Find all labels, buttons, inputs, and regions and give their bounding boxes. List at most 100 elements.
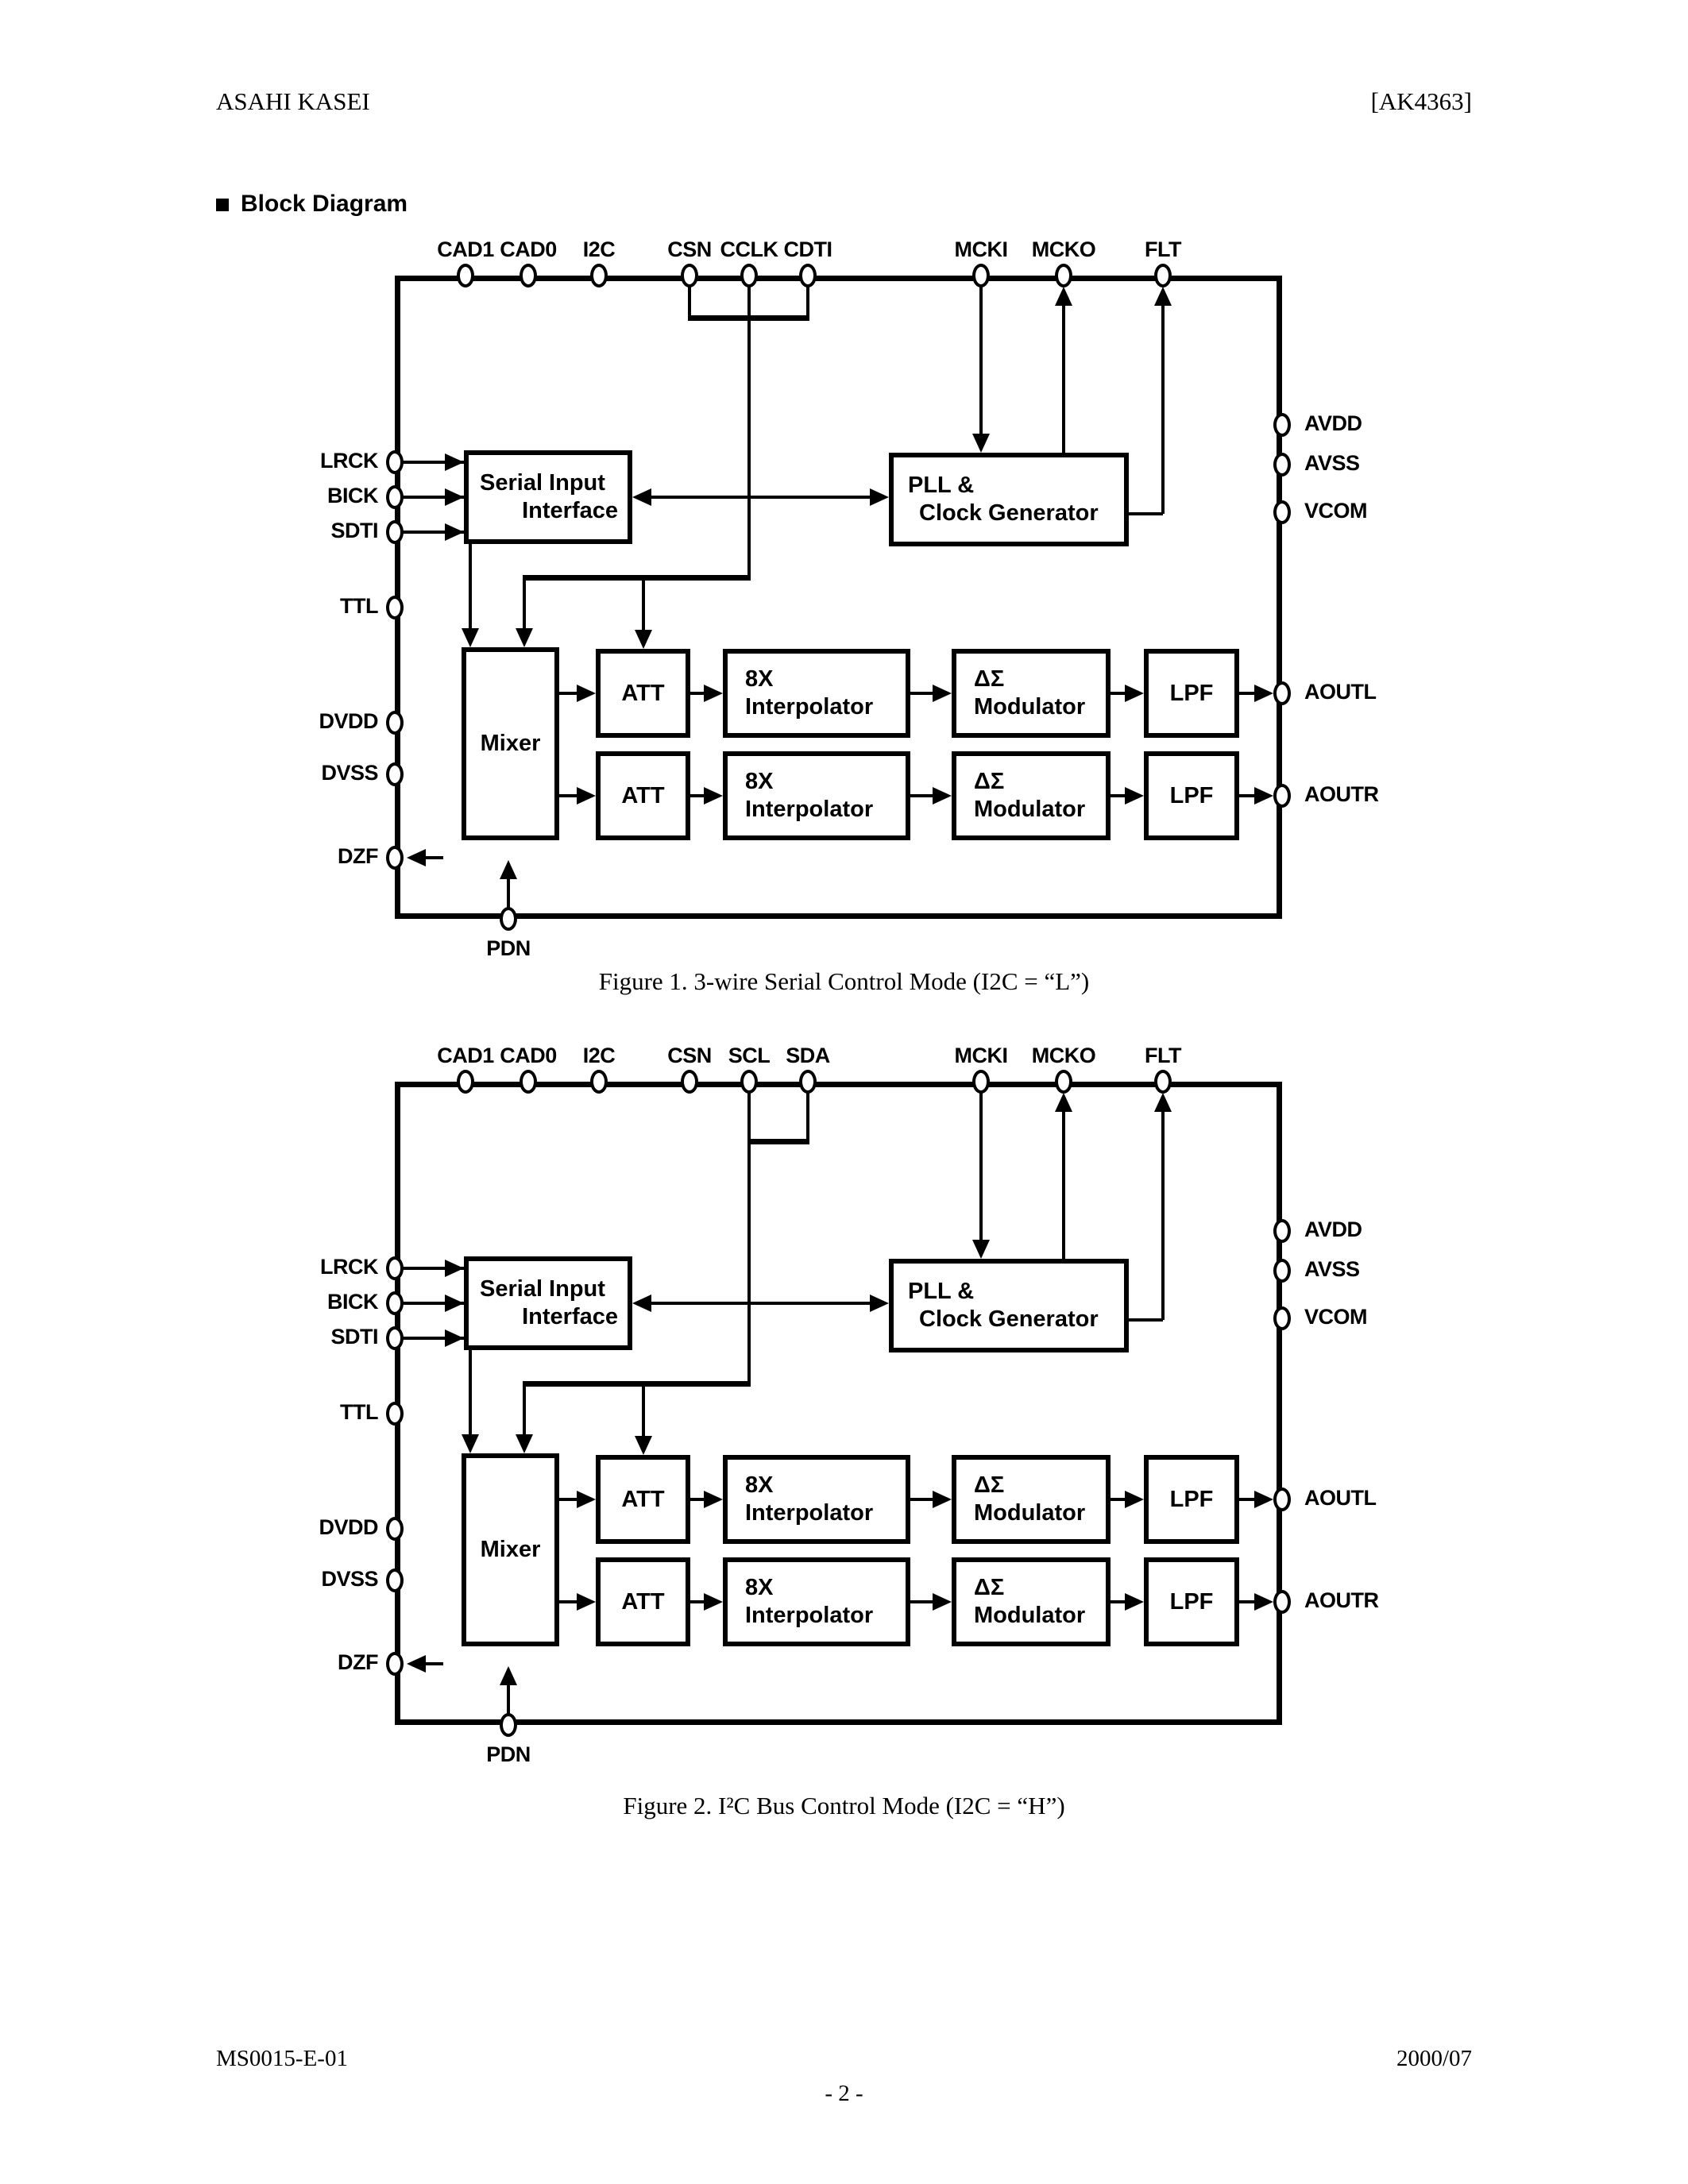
arrowhead-int-mod-l <box>933 1491 952 1508</box>
block-label: PLL & <box>908 1279 975 1305</box>
arrowhead-sii-pll-left <box>632 488 651 506</box>
pin-label-vcom: VCOM <box>1304 1305 1368 1329</box>
block-label: LPF <box>1169 680 1214 706</box>
wire-mixer-att-r <box>559 794 580 797</box>
figure1-diagram: Serial Input Interface PLL & Clock Gener… <box>319 234 1379 973</box>
block-label: ΔΣ <box>974 769 1005 795</box>
block-mixer: Mixer <box>462 647 559 840</box>
pin-pdn <box>500 1713 517 1737</box>
pin-mcki <box>972 264 990 287</box>
wire-flt <box>1161 306 1165 514</box>
wire-bick <box>395 496 464 499</box>
arrowhead-mcko <box>1055 1093 1072 1112</box>
arrowhead-control-to-att <box>635 1436 652 1455</box>
pin-label-dvss: DVSS <box>321 1567 378 1591</box>
block-label: Interpolator <box>745 797 874 822</box>
arrowhead-int-mod-r <box>933 1593 952 1611</box>
header-company: ASAHI KASEI <box>216 87 370 115</box>
wire-control-bracket <box>747 1139 809 1144</box>
pin-label-aoutl: AOUTL <box>1304 680 1377 704</box>
arrowhead-mod-lpf-l <box>1125 1491 1144 1508</box>
pin-label-csn: CSN <box>667 1044 712 1067</box>
pin-label-avss: AVSS <box>1304 451 1360 475</box>
pin-label-avdd: AVDD <box>1304 411 1362 435</box>
wire-dzf <box>426 1662 443 1665</box>
pin-label-csn: CSN <box>667 237 712 261</box>
pin-dzf <box>386 1652 404 1676</box>
block-lpf-right: LPF <box>1144 751 1239 840</box>
arrowhead-lpf-aoutr <box>1254 787 1273 805</box>
arrowhead-lpf-aoutl <box>1254 1491 1273 1508</box>
arrowhead-mixer-att-l <box>577 1491 596 1508</box>
wire-cclk-drop <box>747 276 751 577</box>
block-label: ΔΣ <box>974 1472 1005 1499</box>
arrowhead-int-mod-r <box>933 787 952 805</box>
block-att-right: ATT <box>596 751 690 840</box>
pin-label-bick: BICK <box>327 1290 379 1314</box>
wire-control-bus <box>523 1381 751 1387</box>
arrowhead-pdn <box>500 1666 517 1685</box>
arrowhead-mod-lpf-r <box>1125 1593 1144 1611</box>
block-label: 8X <box>745 769 774 795</box>
pin-sda <box>799 1070 817 1094</box>
wire-flt-elbow <box>1129 512 1163 515</box>
wire-mod-lpf-l <box>1111 1498 1128 1501</box>
pin-bick <box>386 485 404 509</box>
block-label: ΔΣ <box>974 1575 1005 1601</box>
wire-lrck <box>395 1267 464 1270</box>
pin-csn <box>681 1070 698 1094</box>
block-label: ATT <box>621 782 665 808</box>
block-label: Interface <box>522 1304 618 1329</box>
block-label: Mixer <box>480 1537 541 1563</box>
pin-mcko <box>1055 1070 1072 1094</box>
pin-avdd <box>1273 1219 1291 1243</box>
arrowhead-mod-lpf-l <box>1125 685 1144 702</box>
wire-mod-lpf-r <box>1111 1600 1128 1603</box>
pin-label-flt: FLT <box>1145 237 1181 261</box>
figure2-diagram: Serial Input Interface PLL & Clock Gener… <box>319 1040 1379 1779</box>
block-label: 8X <box>745 1575 774 1601</box>
block-interpolator-left: 8X Interpolator <box>723 649 910 738</box>
pin-dvdd <box>386 1517 404 1541</box>
block-label: LPF <box>1169 1486 1214 1512</box>
pin-label-i2c: I2C <box>582 237 616 261</box>
pin-mcki <box>972 1070 990 1094</box>
header-part-number: [AK4363] <box>1370 87 1472 115</box>
wire-mcko <box>1062 306 1065 453</box>
pin-sdti <box>386 520 404 544</box>
wire-cdti-drop <box>806 276 809 318</box>
block-label: Interpolator <box>745 1500 874 1526</box>
wire-mixer-att-l <box>559 692 580 695</box>
block-modulator-right: ΔΣ Modulator <box>952 751 1111 840</box>
block-mixer: Mixer <box>462 1453 559 1646</box>
pin-label-ttl: TTL <box>340 1400 378 1424</box>
arrowhead-bick <box>445 488 464 506</box>
footer-date: 2000/07 <box>1396 2046 1472 2071</box>
pin-label-avdd: AVDD <box>1304 1217 1362 1241</box>
pin-cad1 <box>457 264 474 287</box>
wire-att-int-l <box>690 692 707 695</box>
pin-label-sda: SDA <box>786 1044 830 1067</box>
wire-lpf-aoutr <box>1239 1600 1256 1603</box>
arrowhead-control-to-mixer <box>516 628 533 647</box>
wire-sda-drop <box>806 1082 809 1142</box>
wire-lpf-aoutl <box>1239 692 1256 695</box>
wire-sii-to-mixer <box>469 1350 472 1434</box>
figure2-caption: Figure 2. I²C Bus Control Mode (I2C = “H… <box>623 1792 1065 1819</box>
arrowhead-lpf-aoutr <box>1254 1593 1273 1611</box>
pin-cad0 <box>520 1070 537 1094</box>
pin-csn <box>681 264 698 287</box>
wire-sii-pll <box>650 1302 873 1305</box>
pin-avdd <box>1273 413 1291 437</box>
pin-avss <box>1273 1259 1291 1283</box>
wire-mcki <box>979 276 983 434</box>
arrowhead-mixer-att-l <box>577 685 596 702</box>
wire-mcki <box>979 1082 983 1240</box>
wire-pdn <box>507 1685 510 1725</box>
pin-label-pdn: PDN <box>486 936 531 960</box>
pin-cad1 <box>457 1070 474 1094</box>
block-serial-input-interface: Serial Input Interface <box>464 450 632 544</box>
pin-lrck <box>386 1256 404 1280</box>
block-label: 8X <box>745 1472 774 1499</box>
wire-flt-elbow <box>1129 1318 1163 1322</box>
